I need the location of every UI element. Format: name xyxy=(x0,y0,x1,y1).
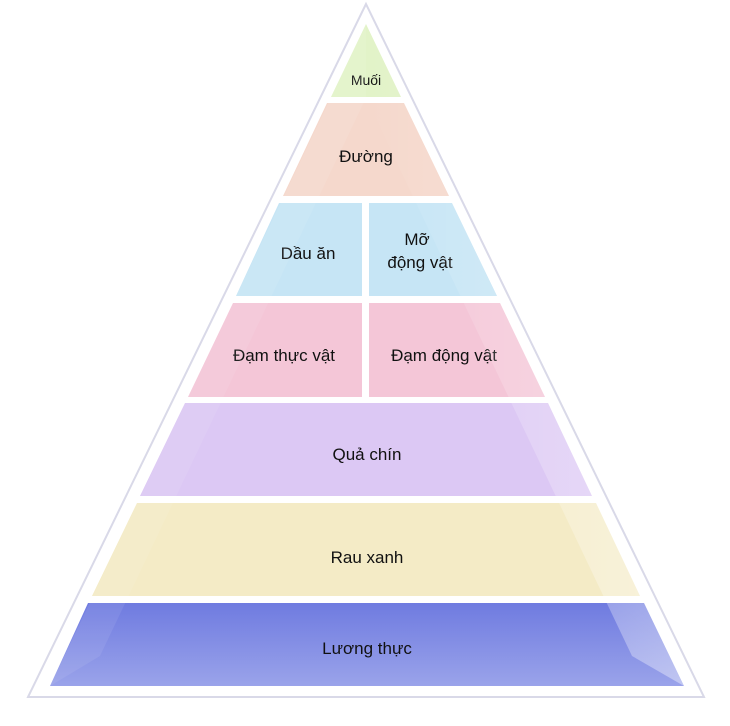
tier-animal-protein-label: Đạm động vật xyxy=(391,346,497,365)
tier-grains-label: Lương thực xyxy=(322,639,412,658)
tier-animal-fat-label-line1: Mỡ xyxy=(404,230,429,249)
gloss-highlight xyxy=(366,24,684,686)
tier-plant-protein xyxy=(188,303,362,397)
tier-grains xyxy=(50,603,684,686)
tier-vegetables xyxy=(92,503,640,596)
left-shade xyxy=(50,24,366,686)
tier-animal-fat-label-line2: động vật xyxy=(387,253,452,272)
tier-sugar-label: Đường xyxy=(339,147,393,166)
tier-fruit-label: Quả chín xyxy=(333,445,402,464)
tier-oil xyxy=(236,203,362,296)
tier-oil-label: Dầu ăn xyxy=(281,244,336,263)
tier-vegetables-label: Rau xanh xyxy=(331,548,404,567)
tier-fruit xyxy=(140,403,592,496)
tier-plant-protein-label: Đạm thực vật xyxy=(233,346,335,365)
